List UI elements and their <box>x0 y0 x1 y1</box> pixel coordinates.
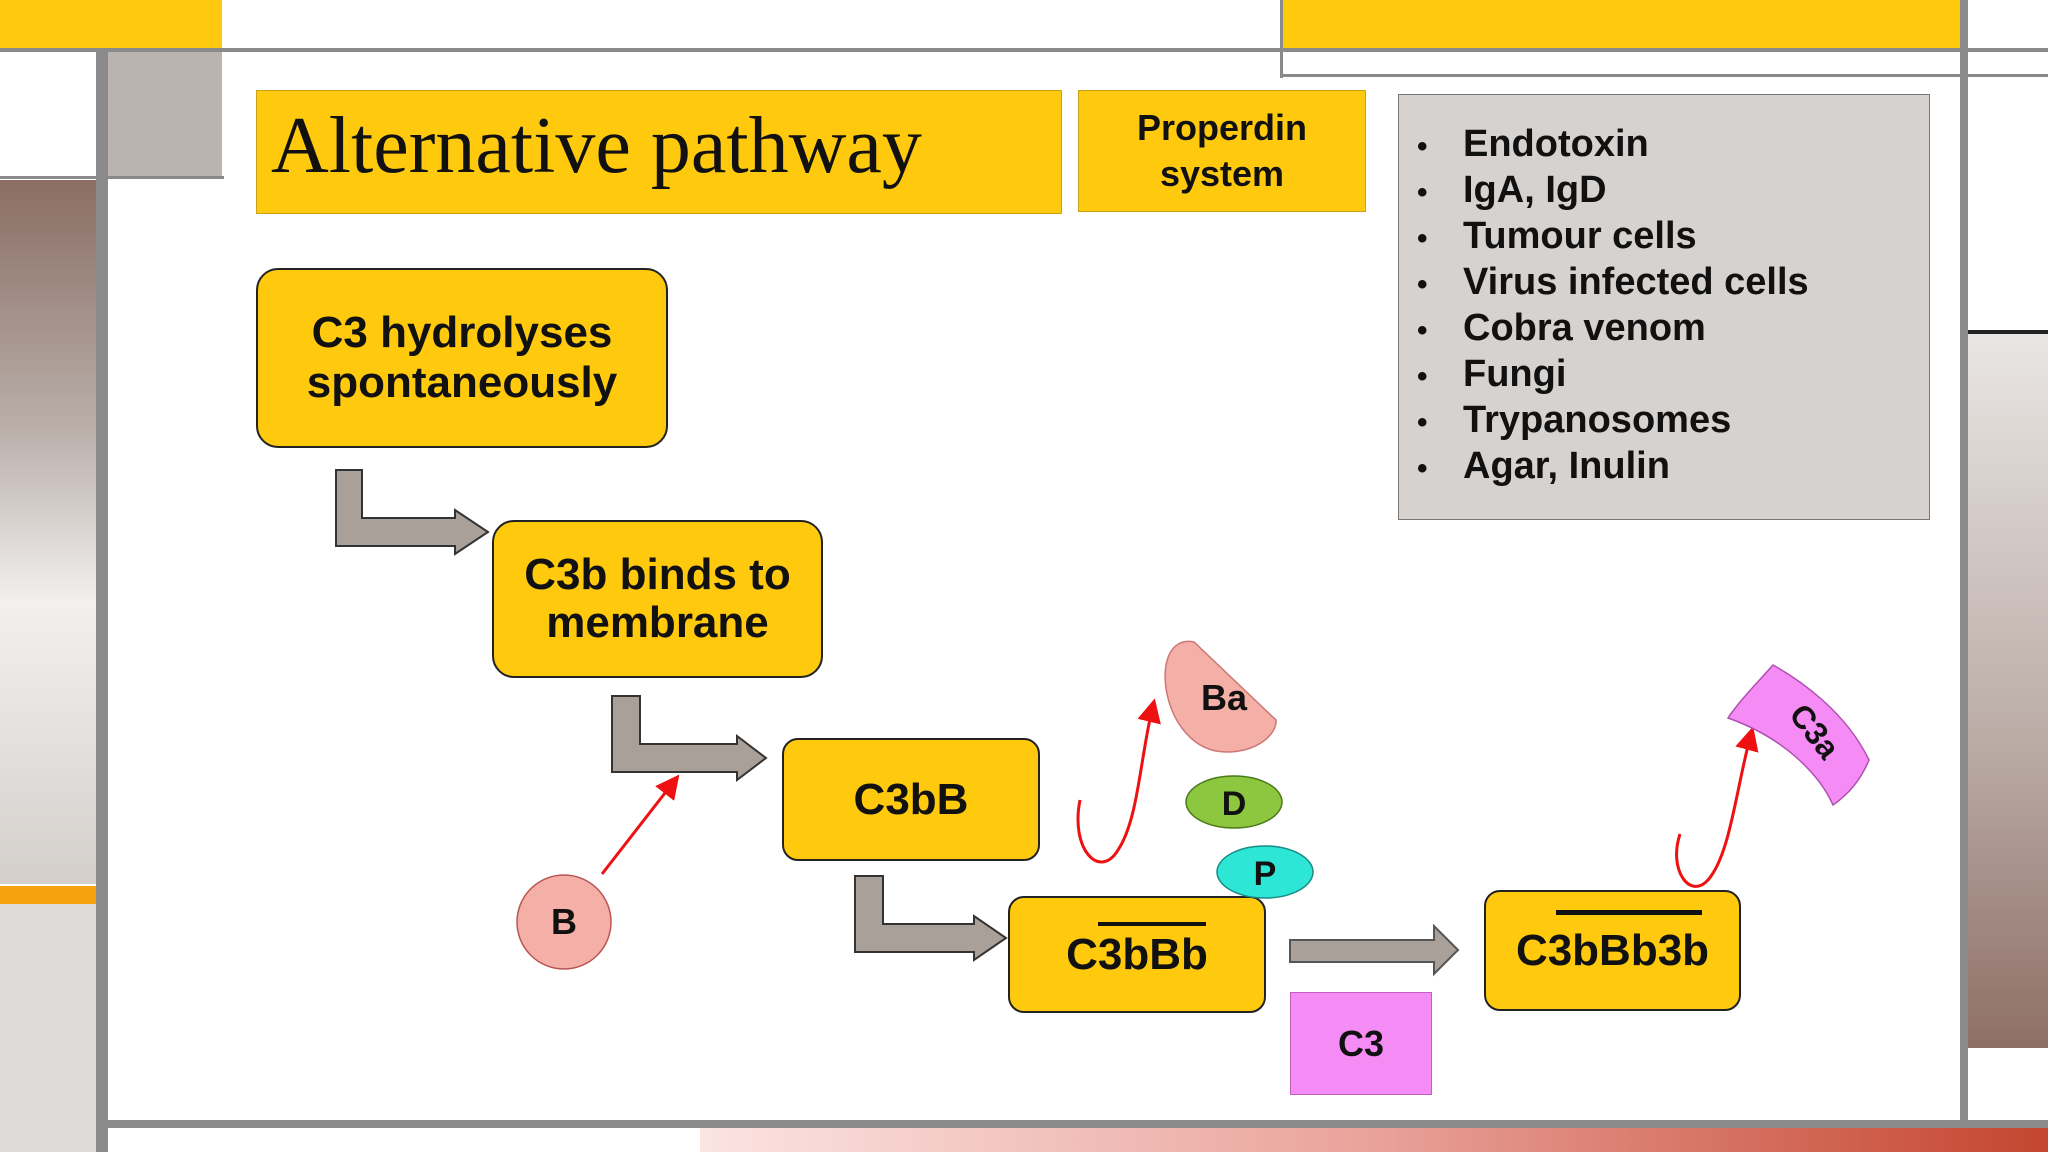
frame-top-line-2 <box>1280 0 1283 78</box>
bent-arrow-hydrolysis-to-binding <box>335 469 490 556</box>
factor-d <box>1185 775 1283 829</box>
arrow-c3bbb-to-c3bbb3b <box>1289 923 1460 977</box>
page-title: Alternative pathway <box>271 102 922 190</box>
bent-arrow-binding-to-c3bb <box>611 695 768 783</box>
subtitle-text: Properdin system <box>1136 107 1307 194</box>
frame-corner-line <box>0 176 224 179</box>
c3bbb-overline <box>1098 922 1206 926</box>
factor-c3a <box>1726 664 1870 807</box>
step-c3b-binds-membrane: C3b binds to membrane <box>492 520 823 678</box>
title-banner: Alternative pathway <box>256 90 1062 214</box>
activator-list-panel: •Endotoxin •IgA, IgD •Tumour cells •Viru… <box>1398 94 1930 520</box>
frame-bottom-line <box>108 1120 2048 1128</box>
factor-c3-box: C3 <box>1290 992 1432 1095</box>
frame-top-line-3 <box>1280 74 2048 77</box>
factor-b-label: B <box>551 901 577 942</box>
frame-top-right-yellow <box>1280 0 1960 50</box>
step-c3bb: C3bB <box>782 738 1040 861</box>
frame-top-line <box>0 48 2048 52</box>
frame-right-dark-bar <box>1968 330 2048 334</box>
frame-corner-gray <box>108 52 222 178</box>
list-item: •Tumour cells <box>1417 215 1697 257</box>
list-item: •Endotoxin <box>1417 123 1649 165</box>
factor-ba <box>1164 640 1277 753</box>
subtitle-banner: Properdin system <box>1078 90 1366 212</box>
frame-left-lower <box>0 904 96 1152</box>
list-item: •Trypanosomes <box>1417 399 1732 441</box>
list-item: •Cobra venom <box>1417 307 1706 349</box>
list-item: •IgA, IgD <box>1417 169 1607 211</box>
curve-c3a-release <box>1675 726 1759 888</box>
frame-left-gradient <box>0 180 96 884</box>
arrow-b-to-c3bb <box>600 774 680 875</box>
bent-arrow-c3bb-to-c3bbb <box>854 875 1008 962</box>
factor-ba-label: Ba <box>1201 677 1248 718</box>
frame-top-left-yellow <box>0 0 222 50</box>
frame-bottom-gradient <box>700 1128 2048 1152</box>
activator-list: •Endotoxin •IgA, IgD •Tumour cells •Viru… <box>1417 121 1809 489</box>
c3bbb3b-overline <box>1556 910 1702 915</box>
frame-left-orange-stripe <box>0 886 102 904</box>
factor-p-label: P <box>1254 855 1277 893</box>
factor-b <box>516 874 612 970</box>
list-item: •Agar, Inulin <box>1417 445 1670 487</box>
list-item: •Virus infected cells <box>1417 261 1809 303</box>
frame-left-line <box>96 52 108 1152</box>
frame-right-gradient <box>1968 334 2048 1048</box>
list-item: •Fungi <box>1417 353 1567 395</box>
step-c3-hydrolysis: C3 hydrolyses spontaneously <box>256 268 668 448</box>
step-c3bbb: C3bBb <box>1008 896 1266 1013</box>
frame-right-line <box>1960 0 1968 1130</box>
factor-d-label: D <box>1222 785 1247 823</box>
curve-ba-release <box>1076 698 1161 864</box>
factor-p <box>1216 845 1314 899</box>
